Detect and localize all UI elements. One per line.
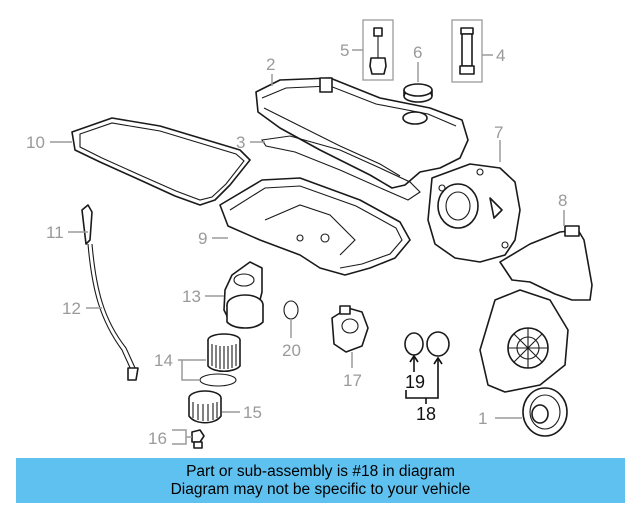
- part-19-seal: [404, 332, 424, 356]
- callout-14: 14: [154, 351, 173, 370]
- part-4-grommet-kit: [451, 19, 483, 83]
- callout-10: 10: [26, 133, 45, 152]
- callout-2: 2: [266, 55, 275, 74]
- part-1-crank-pulley: [522, 387, 568, 437]
- part-12-dipstick-tube: [87, 243, 139, 381]
- part-3-valve-cover-gasket: [261, 135, 421, 201]
- part-14-filter-element: [199, 333, 241, 387]
- callout-19: 19: [405, 372, 425, 392]
- callout-3: 3: [236, 133, 245, 152]
- callout-9: 9: [198, 229, 207, 248]
- part-10-oil-pan-gasket: [71, 117, 251, 206]
- part-7-timing-housing: [427, 163, 521, 263]
- banner-line-1: Part or sub-assembly is #18 in diagram: [186, 462, 455, 480]
- callout-labels: 1 2 3 4 5 6 7 8 9 10 11 12 13 14 15 16 1…: [26, 41, 567, 448]
- callout-7: 7: [494, 123, 503, 142]
- callout-20: 20: [282, 341, 301, 360]
- part-11-dipstick: [81, 204, 93, 245]
- part-9-oil-pan: [219, 177, 411, 276]
- callout-16: 16: [148, 429, 167, 448]
- part-18-seal: [426, 331, 450, 357]
- banner-line-2: Diagram may not be specific to your vehi…: [170, 480, 471, 498]
- part-2-valve-cover: [255, 77, 469, 189]
- part-6-filler-cap: [403, 83, 433, 103]
- callout-17: 17: [343, 371, 362, 390]
- callout-13: 13: [182, 287, 201, 306]
- part-8-belt-cover: [479, 225, 593, 393]
- part-20-o-ring: [283, 300, 299, 320]
- callout-8: 8: [558, 191, 567, 210]
- callout-6: 6: [413, 43, 422, 62]
- callout-15: 15: [243, 403, 262, 422]
- callout-12: 12: [62, 299, 81, 318]
- callout-5: 5: [340, 41, 349, 60]
- callout-11: 11: [46, 223, 64, 242]
- callout-4: 4: [496, 46, 505, 65]
- info-banner: Part or sub-assembly is #18 in diagram D…: [16, 458, 625, 503]
- part-15-filter-cap: [188, 390, 222, 424]
- leader-lines-18-19: [405, 354, 443, 404]
- leader-lines: [50, 49, 565, 445]
- part-16-sensor: [191, 429, 205, 449]
- part-13-filter-housing: [223, 261, 264, 329]
- part-5-fastener-kit: [362, 19, 394, 81]
- part-17-bracket: [331, 305, 369, 353]
- callout-18: 18: [416, 404, 436, 424]
- callout-1: 1: [478, 409, 487, 428]
